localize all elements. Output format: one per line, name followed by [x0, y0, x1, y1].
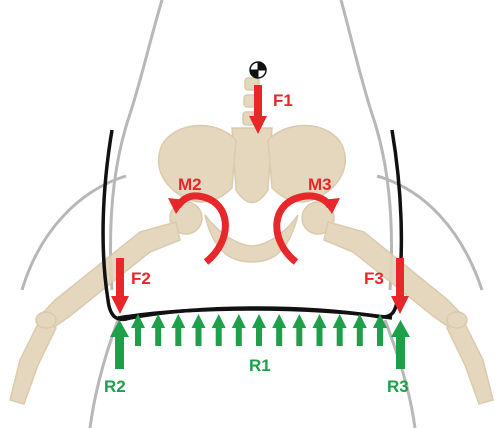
- force-f1-arrow: [249, 85, 267, 134]
- label-f2: F2: [131, 269, 151, 288]
- reaction-r1-distributed-arrows: [131, 314, 387, 346]
- reaction-r1-arrow: [373, 314, 387, 346]
- reaction-r1-arrow: [212, 314, 226, 346]
- label-f3: F3: [364, 269, 384, 288]
- reaction-r1-arrow: [292, 314, 306, 346]
- reaction-r1-arrow: [252, 314, 266, 346]
- label-r2: R2: [104, 377, 126, 396]
- reaction-r1-arrow: [272, 314, 286, 346]
- right-ilium: [268, 125, 345, 201]
- label-m3: M3: [308, 175, 332, 194]
- label-r1: R1: [249, 356, 271, 375]
- label-m2: M2: [178, 175, 202, 194]
- reaction-r1-arrow: [151, 314, 165, 346]
- reaction-r1-arrow: [232, 314, 246, 346]
- reaction-r1-arrow: [313, 314, 327, 346]
- reaction-r2-arrow: [110, 320, 129, 369]
- reaction-r1-arrow: [333, 314, 347, 346]
- right-knee: [447, 312, 467, 328]
- label-f1: F1: [273, 91, 293, 110]
- reaction-r1-arrow: [171, 314, 185, 346]
- label-r3: R3: [387, 377, 409, 396]
- right-tibia: [447, 320, 493, 404]
- reaction-r1-arrow: [192, 314, 206, 346]
- reaction-r1-arrow: [353, 314, 367, 346]
- sacrum: [232, 128, 272, 203]
- left-knee: [36, 312, 56, 328]
- left-tibia: [10, 320, 56, 404]
- center-of-mass-icon: [250, 62, 266, 78]
